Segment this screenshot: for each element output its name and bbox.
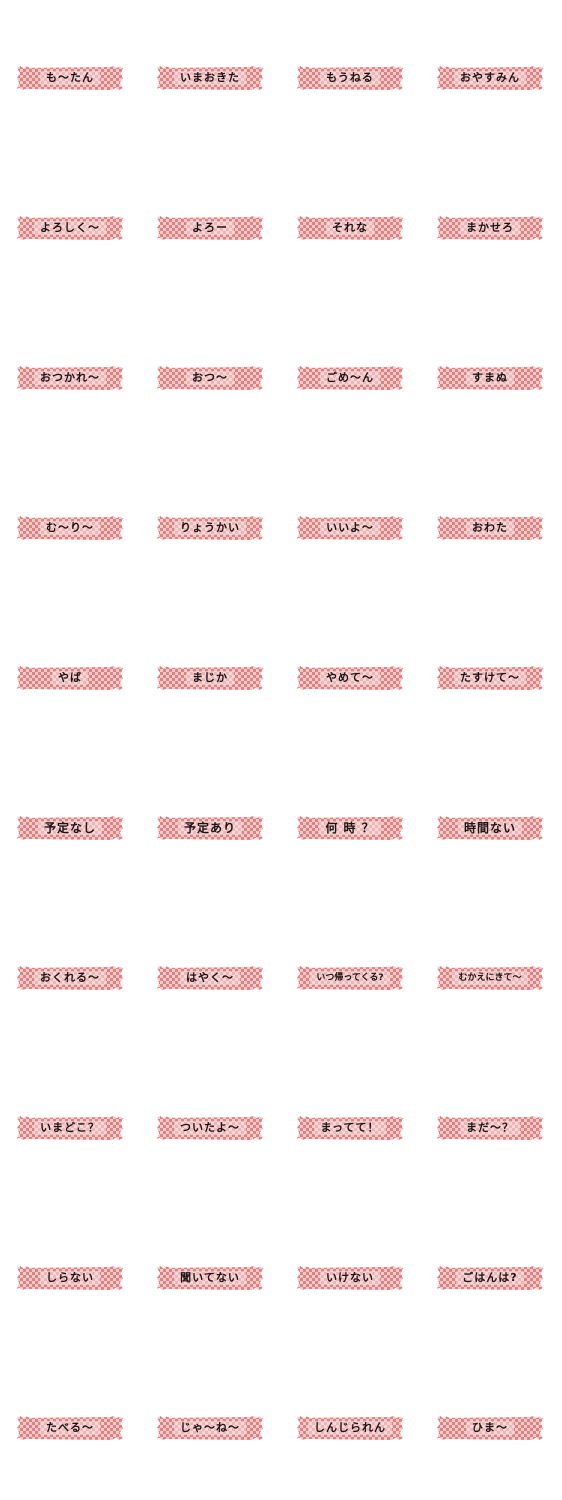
sticker-label: ごめ〜ん — [320, 371, 380, 385]
sticker-14[interactable]: りょうかい — [157, 516, 263, 540]
sticker-label: じゃ〜ね〜 — [174, 1421, 246, 1435]
sticker-label: むかえにきて〜 — [452, 971, 528, 985]
sticker-label: 時間ない — [457, 821, 522, 835]
sticker-39[interactable]: しんじられん — [297, 1416, 403, 1440]
sticker-01[interactable]: も〜たん — [17, 66, 123, 90]
sticker-label: よろー — [186, 221, 234, 235]
sticker-label: いまおきた — [174, 71, 246, 85]
sticker-label: 聞いてない — [174, 1271, 246, 1285]
sticker-11[interactable]: ごめ〜ん — [297, 366, 403, 390]
sticker-36[interactable]: ごはんは? — [437, 1266, 543, 1290]
sticker-label: はやく〜 — [180, 971, 240, 985]
sticker-13[interactable]: む〜り〜 — [17, 516, 123, 540]
sticker-37[interactable]: たべる〜 — [17, 1416, 123, 1440]
sticker-31[interactable]: まってて！ — [297, 1116, 403, 1140]
sticker-30[interactable]: ついたよ〜 — [157, 1116, 263, 1140]
sticker-label: 予定あり — [177, 821, 242, 835]
sticker-label: いいよ〜 — [320, 521, 380, 535]
sticker-35[interactable]: いけない — [297, 1266, 403, 1290]
sticker-label: おつかれ〜 — [34, 371, 106, 385]
sticker-21[interactable]: 予定なし — [17, 816, 123, 840]
sticker-label: やめて〜 — [320, 671, 380, 685]
sticker-label: まじか — [186, 671, 234, 685]
sticker-10[interactable]: おつ〜 — [157, 366, 263, 390]
sticker-label: それな — [326, 221, 374, 235]
sticker-label: おやすみん — [454, 71, 526, 85]
sticker-label: ひま〜 — [466, 1421, 514, 1435]
sticker-label: おわた — [466, 521, 514, 535]
sticker-34[interactable]: 聞いてない — [157, 1266, 263, 1290]
sticker-label: しらない — [40, 1271, 100, 1285]
sticker-label: ついたよ〜 — [174, 1121, 246, 1135]
sticker-label: たすけて〜 — [454, 671, 526, 685]
sticker-label: すまぬ — [466, 371, 514, 385]
sticker-02[interactable]: いまおきた — [157, 66, 263, 90]
sticker-15[interactable]: いいよ〜 — [297, 516, 403, 540]
sticker-06[interactable]: よろー — [157, 216, 263, 240]
sticker-label: まってて！ — [314, 1121, 386, 1135]
sticker-label: 何 時 ？ — [319, 821, 381, 835]
sticker-label: りょうかい — [174, 521, 246, 535]
sticker-23[interactable]: 何 時 ？ — [297, 816, 403, 840]
sticker-label: もうねる — [320, 71, 380, 85]
sticker-label: おつ〜 — [186, 371, 234, 385]
sticker-22[interactable]: 予定あり — [157, 816, 263, 840]
sticker-label: も〜たん — [40, 71, 100, 85]
sticker-32[interactable]: まだ〜？ — [437, 1116, 543, 1140]
sticker-label: いけない — [320, 1271, 380, 1285]
sticker-label: 予定なし — [37, 821, 102, 835]
sticker-25[interactable]: おくれる〜 — [17, 966, 123, 990]
sticker-05[interactable]: よろしく〜 — [17, 216, 123, 240]
sticker-04[interactable]: おやすみん — [437, 66, 543, 90]
sticker-12[interactable]: すまぬ — [437, 366, 543, 390]
sticker-03[interactable]: もうねる — [297, 66, 403, 90]
sticker-33[interactable]: しらない — [17, 1266, 123, 1290]
sticker-28[interactable]: むかえにきて〜 — [437, 966, 543, 990]
sticker-09[interactable]: おつかれ〜 — [17, 366, 123, 390]
sticker-27[interactable]: いつ帰ってくる? — [297, 966, 403, 990]
sticker-40[interactable]: ひま〜 — [437, 1416, 543, 1440]
sticker-label: ごはんは? — [456, 1271, 524, 1285]
sticker-label: よろしく〜 — [34, 221, 106, 235]
sticker-label: たべる〜 — [40, 1421, 100, 1435]
sticker-label: いまどこ？ — [34, 1121, 106, 1135]
sticker-label: しんじられん — [308, 1421, 392, 1435]
sticker-label: む〜り〜 — [40, 521, 100, 535]
sticker-18[interactable]: まじか — [157, 666, 263, 690]
sticker-26[interactable]: はやく〜 — [157, 966, 263, 990]
sticker-19[interactable]: やめて〜 — [297, 666, 403, 690]
sticker-label: おくれる〜 — [34, 971, 106, 985]
sticker-24[interactable]: 時間ない — [437, 816, 543, 840]
sticker-label: まだ〜？ — [460, 1121, 520, 1135]
sticker-20[interactable]: たすけて〜 — [437, 666, 543, 690]
sticker-label: まかせろ — [460, 221, 520, 235]
sticker-07[interactable]: それな — [297, 216, 403, 240]
sticker-16[interactable]: おわた — [437, 516, 543, 540]
sticker-08[interactable]: まかせろ — [437, 216, 543, 240]
sticker-38[interactable]: じゃ〜ね〜 — [157, 1416, 263, 1440]
sticker-label: やば — [52, 671, 88, 685]
sticker-label: いつ帰ってくる? — [310, 971, 390, 985]
sticker-29[interactable]: いまどこ？ — [17, 1116, 123, 1140]
sticker-17[interactable]: やば — [17, 666, 123, 690]
